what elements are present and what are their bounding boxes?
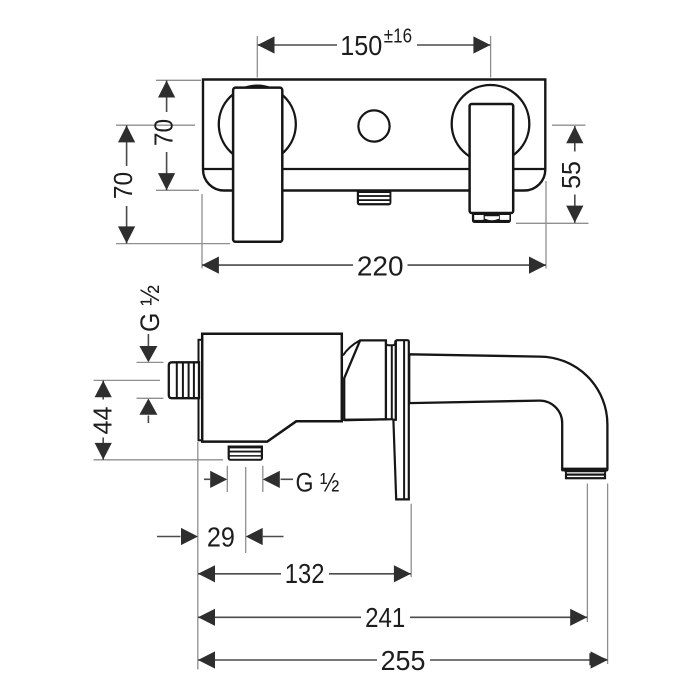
svg-text:G ½: G ½ [136, 285, 165, 332]
svg-text:±16: ±16 [384, 24, 412, 47]
svg-text:70: 70 [150, 119, 179, 146]
svg-text:29: 29 [207, 521, 235, 553]
svg-text:55: 55 [557, 161, 586, 189]
svg-text:70: 70 [110, 172, 139, 199]
svg-text:132: 132 [285, 557, 325, 589]
svg-text:255: 255 [381, 644, 426, 676]
svg-text:44: 44 [89, 406, 117, 434]
svg-text:220: 220 [357, 250, 404, 281]
svg-text:150: 150 [340, 30, 382, 62]
svg-text:G ½: G ½ [296, 468, 340, 498]
svg-text:241: 241 [365, 601, 405, 633]
